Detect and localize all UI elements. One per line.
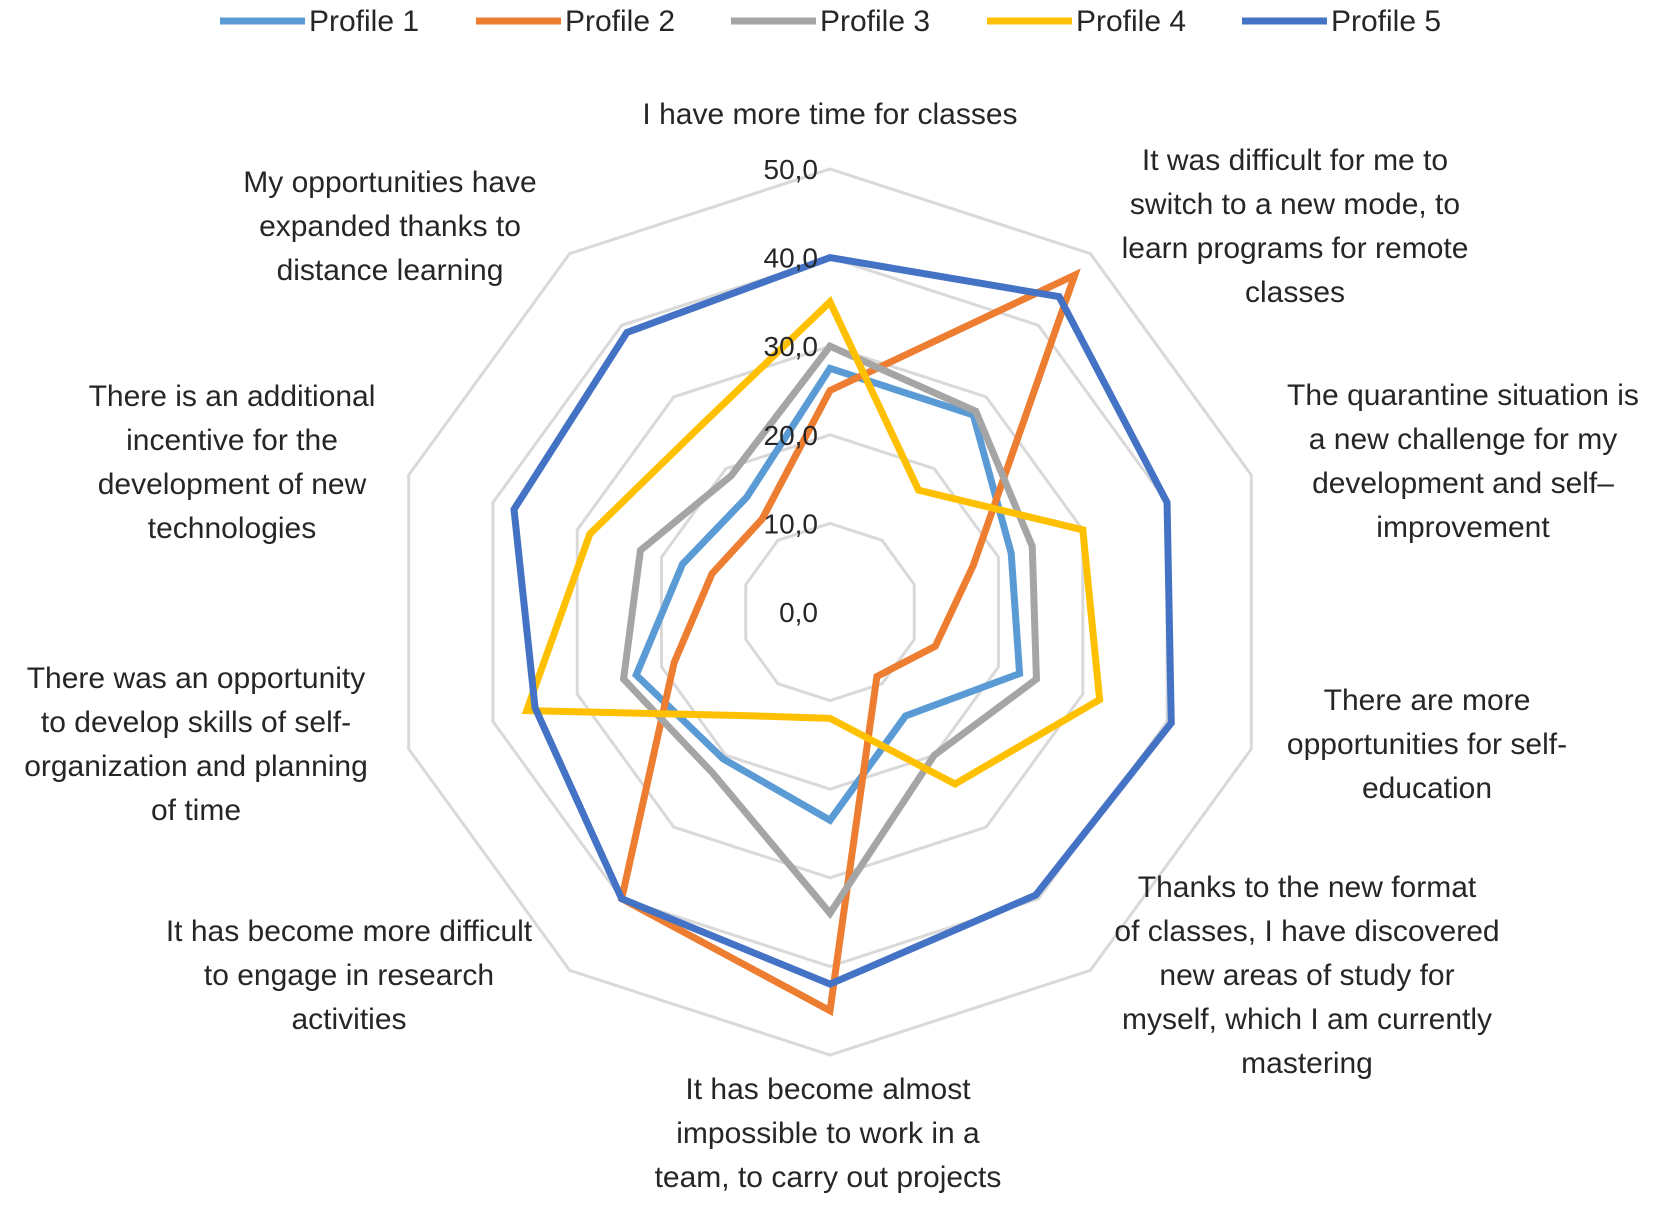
legend-item-profile-2: Profile 2	[476, 5, 675, 38]
radar-grid	[407, 167, 1253, 1057]
category-label-2: It was difficult for me to switch to a ne…	[1122, 144, 1469, 309]
category-label-6: It has become almost impossible to work i…	[655, 1073, 1002, 1194]
legend-item-profile-3: Profile 3	[731, 5, 930, 38]
category-label-line: development of new	[98, 468, 367, 501]
tick-label: 40,0	[764, 243, 819, 274]
category-label-5: Thanks to the new format of classes, I ha…	[1114, 871, 1499, 1080]
category-labels: I have more time for classes It was diffi…	[24, 98, 1639, 1194]
category-label-line: improvement	[1376, 511, 1550, 544]
legend-label: Profile 4	[1076, 5, 1186, 38]
category-label-9: There is an additional incentive for the d…	[89, 380, 376, 545]
category-label-line: impossible to work in a	[676, 1117, 980, 1150]
series-line-profile-4	[521, 296, 1104, 789]
category-label-line: There are more	[1324, 684, 1531, 717]
tick-label: 0,0	[779, 597, 818, 628]
category-label-line: distance learning	[277, 254, 504, 287]
grid-ring-3	[575, 344, 1085, 880]
tick-label: 30,0	[764, 331, 819, 362]
category-label-line: opportunities for self-	[1287, 728, 1567, 761]
series-line-profile-3	[619, 341, 1041, 920]
tick-label: 50,0	[764, 154, 819, 185]
legend-label: Profile 5	[1331, 5, 1441, 38]
radial-tick-labels: 0,0 10,0 20,0 30,0 40,0 50,0	[764, 154, 819, 628]
category-label-line: mastering	[1241, 1047, 1373, 1080]
category-label-line: development and self–	[1312, 467, 1614, 500]
category-label-10: My opportunities have expanded thanks to d…	[243, 166, 537, 287]
category-label-1: I have more time for classes	[642, 98, 1017, 131]
category-label-line: new areas of study for	[1159, 959, 1454, 992]
grid-ring-4	[491, 256, 1169, 968]
category-label-line: of time	[151, 794, 241, 827]
category-label-line: technologies	[148, 512, 316, 545]
category-label-line: myself, which I am currently	[1122, 1003, 1492, 1036]
category-label-line: switch to a new mode, to	[1130, 188, 1460, 221]
tick-label: 10,0	[764, 508, 819, 539]
category-label-line: a new challenge for my	[1309, 423, 1618, 456]
category-label-line: My opportunities have	[243, 166, 537, 199]
series-line-profile-2	[617, 268, 1081, 1017]
legend-label: Profile 1	[309, 5, 419, 38]
series-layer	[510, 253, 1175, 1017]
category-label-line: It has become more difficult	[166, 915, 533, 948]
grid-ring-2	[659, 433, 1001, 791]
category-label-line: team, to carry out projects	[655, 1161, 1002, 1194]
category-label-3: The quarantine situation is a new challen…	[1287, 379, 1639, 544]
category-label-line: There is an additional	[89, 380, 376, 413]
category-label-line: It has become almost	[685, 1073, 971, 1106]
grid-ring-1	[744, 521, 916, 703]
legend-item-profile-1: Profile 1	[220, 5, 419, 38]
category-label-line: education	[1362, 772, 1492, 805]
tick-label: 20,0	[764, 420, 819, 451]
legend-label: Profile 2	[565, 5, 675, 38]
category-label-8: There was an opportunity to develop skill…	[24, 662, 368, 827]
legend-item-profile-5: Profile 5	[1242, 5, 1441, 38]
category-label-line: There was an opportunity	[27, 662, 366, 695]
category-label-line: of classes, I have discovered	[1114, 915, 1499, 948]
legend-label: Profile 3	[820, 5, 930, 38]
category-label-line: It was difficult for me to	[1142, 144, 1448, 177]
category-label-4: There are more opportunities for self-edu…	[1287, 684, 1567, 805]
legend-item-profile-4: Profile 4	[987, 5, 1186, 38]
category-label-line: to develop skills of self-	[41, 706, 351, 739]
legend: Profile 1 Profile 2 Profile 3 Profile 4 Prof…	[220, 5, 1441, 38]
category-label-line: organization and planning	[24, 750, 368, 783]
series-line-profile-5	[510, 253, 1175, 988]
category-label-line: incentive for the	[126, 424, 338, 457]
category-label-line: activities	[291, 1003, 406, 1036]
category-label-7: It has become more difficult to engage in…	[166, 915, 533, 1036]
category-label-line: expanded thanks to	[259, 210, 521, 243]
category-label-line: to engage in research	[204, 959, 494, 992]
category-label-line: classes	[1245, 276, 1345, 309]
grid-ring-5	[407, 167, 1253, 1057]
category-label-line: learn programs for remote	[1122, 232, 1469, 265]
category-label-line: I have more time for classes	[642, 98, 1017, 131]
category-label-line: The quarantine situation is	[1287, 379, 1639, 412]
category-label-line: Thanks to the new format	[1138, 871, 1477, 904]
